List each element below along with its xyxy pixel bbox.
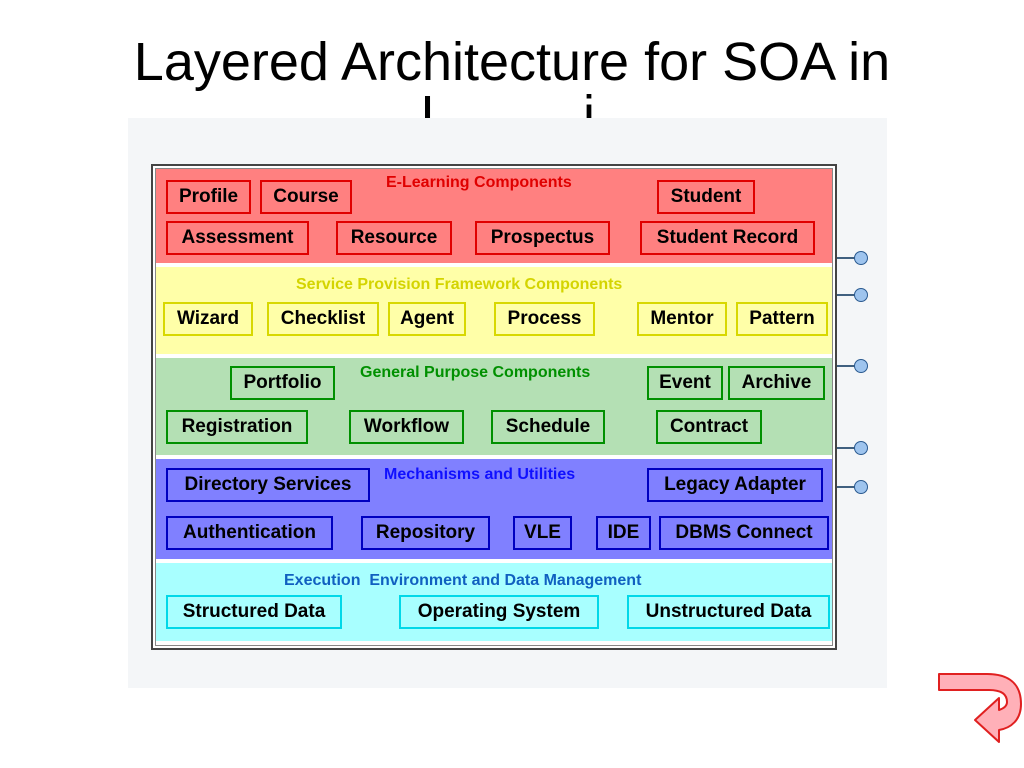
component-wizard: Wizard	[163, 302, 253, 336]
component-checklist: Checklist	[267, 302, 379, 336]
component-contract: Contract	[656, 410, 762, 444]
component-authentication: Authentication	[166, 516, 333, 550]
component-mentor: Mentor	[637, 302, 727, 336]
component-workflow: Workflow	[349, 410, 464, 444]
curved-arrow-back-icon[interactable]	[935, 670, 1024, 748]
component-repository: Repository	[361, 516, 490, 550]
component-ide: IDE	[596, 516, 651, 550]
diagram-frame-inner	[155, 168, 833, 646]
component-registration: Registration	[166, 410, 308, 444]
slide-title: Layered Architecture for SOA in	[133, 32, 891, 92]
component-pattern: Pattern	[736, 302, 828, 336]
component-assessment: Assessment	[166, 221, 309, 255]
component-process: Process	[494, 302, 595, 336]
component-student-record: Student Record	[640, 221, 815, 255]
component-resource: Resource	[336, 221, 452, 255]
component-schedule: Schedule	[491, 410, 605, 444]
component-structured-data: Structured Data	[166, 595, 342, 629]
component-vle: VLE	[513, 516, 572, 550]
component-operating-system: Operating System	[399, 595, 599, 629]
component-legacy-adapter: Legacy Adapter	[647, 468, 823, 502]
layer-label-e-learning: E-Learning Components	[386, 174, 572, 191]
component-agent: Agent	[388, 302, 466, 336]
layer-label-execution-environment: Execution Environment and Data Managemen…	[284, 572, 642, 589]
component-event: Event	[647, 366, 723, 400]
component-prospectus: Prospectus	[475, 221, 610, 255]
component-directory-services: Directory Services	[166, 468, 370, 502]
component-unstructured-data: Unstructured Data	[627, 595, 830, 629]
layer-label-general-purpose: General Purpose Components	[360, 364, 591, 381]
component-archive: Archive	[728, 366, 825, 400]
layer-label-service-provision: Service Provision Framework Components	[296, 276, 623, 293]
component-dbms-connect: DBMS Connect	[659, 516, 829, 550]
component-course: Course	[260, 180, 352, 214]
component-portfolio: Portfolio	[230, 366, 335, 400]
layer-label-mechanisms-utilities: Mechanisms and Utilities	[384, 466, 576, 483]
component-student: Student	[657, 180, 755, 214]
component-profile: Profile	[166, 180, 251, 214]
